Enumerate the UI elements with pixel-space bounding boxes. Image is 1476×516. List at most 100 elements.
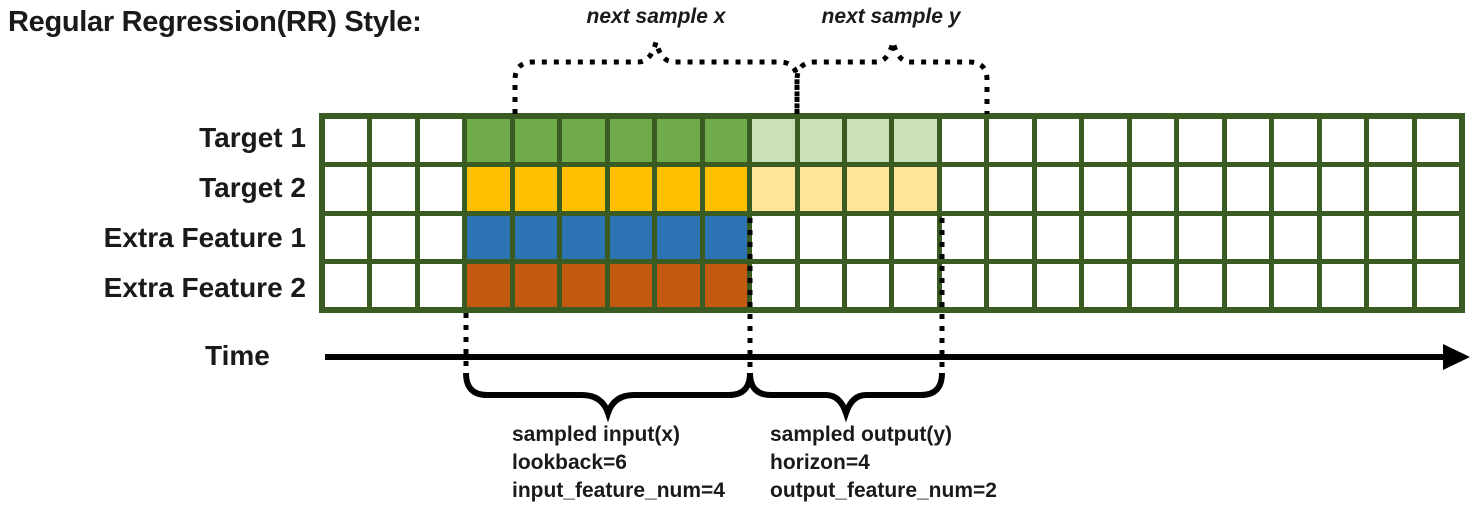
output-feature-num-line: output_feature_num=2	[770, 479, 997, 502]
grid-cell	[1416, 167, 1459, 211]
grid-cell	[989, 167, 1032, 211]
grid-cell	[514, 215, 558, 259]
next-sample-x-label: next sample x	[586, 5, 726, 28]
grid-cell	[894, 119, 937, 163]
grid-cell	[325, 167, 368, 211]
grid-cell	[799, 263, 843, 307]
grid-cell	[325, 215, 368, 259]
grid-cell	[609, 167, 653, 211]
sampled-input-annotation: sampled input(x) lookback=6 input_featur…	[512, 421, 725, 505]
grid-cell	[1226, 119, 1270, 163]
grid-cell	[894, 167, 937, 211]
sampled-input-line: sampled input(x)	[512, 423, 681, 446]
grid-cell	[657, 215, 700, 259]
grid-cell	[1084, 263, 1127, 307]
next-sample-x-brace	[512, 41, 800, 114]
grid-cell	[1179, 167, 1222, 211]
grid-cell	[1131, 263, 1175, 307]
grid-cell	[941, 167, 985, 211]
grid-cell	[562, 119, 605, 163]
grid-cell	[514, 263, 558, 307]
sampled-output-line: sampled output(y)	[770, 423, 952, 446]
grid-cell	[752, 263, 795, 307]
grid-cell	[1369, 167, 1412, 211]
grid-cell	[704, 215, 748, 259]
row-label-extra-feature-2: Extra Feature 2	[103, 272, 306, 303]
grid-cell	[847, 215, 890, 259]
next-sample-y-label: next sample y	[821, 5, 961, 28]
grid-cell	[799, 215, 843, 259]
grid-cell	[799, 167, 843, 211]
grid-cell	[372, 263, 415, 307]
time-series-grid	[319, 113, 1465, 313]
sampled-output-annotation: sampled output(y) horizon=4 output_featu…	[770, 421, 997, 505]
grid-cell	[1369, 215, 1412, 259]
grid-cell	[467, 263, 510, 307]
row-label-extra-feature-1: Extra Feature 1	[103, 222, 306, 253]
grid-cell	[514, 119, 558, 163]
grid-cell	[1274, 263, 1317, 307]
grid-cell	[941, 119, 985, 163]
time-axis-label: Time	[205, 340, 270, 371]
diagram-title: Regular Regression(RR) Style:	[8, 6, 422, 38]
grid-cell	[989, 263, 1032, 307]
grid-cell	[704, 119, 748, 163]
grid-cell	[1084, 119, 1127, 163]
grid-cell	[1321, 167, 1365, 211]
grid-cell	[1131, 167, 1175, 211]
grid-cell	[1274, 215, 1317, 259]
grid-cell	[1179, 263, 1222, 307]
grid-cell	[1036, 263, 1080, 307]
grid-cell	[894, 263, 937, 307]
grid-cell	[1369, 119, 1412, 163]
grid-cell	[1416, 263, 1459, 307]
grid-cell	[989, 119, 1032, 163]
grid-cell	[372, 119, 415, 163]
time-axis-arrowhead	[1443, 344, 1470, 370]
input-feature-num-line: input_feature_num=4	[512, 479, 725, 502]
grid-cell	[799, 119, 843, 163]
grid-cell	[1084, 215, 1127, 259]
grid-cell	[372, 167, 415, 211]
grid-cell	[562, 167, 605, 211]
grid-cell	[1036, 215, 1080, 259]
grid-cell	[419, 215, 463, 259]
sampled-input-brace	[463, 372, 753, 423]
horizon-line: horizon=4	[770, 451, 870, 474]
next-sample-y-brace	[794, 41, 990, 114]
grid-cell	[1179, 119, 1222, 163]
grid-cell	[847, 119, 890, 163]
grid-cell	[752, 215, 795, 259]
grid-cell	[941, 215, 985, 259]
grid-cell	[1226, 167, 1270, 211]
grid-cell	[657, 119, 700, 163]
grid-cell	[467, 215, 510, 259]
grid-cell	[704, 263, 748, 307]
grid-cell	[419, 119, 463, 163]
grid-cell	[1321, 119, 1365, 163]
grid-cell	[1036, 119, 1080, 163]
grid-cell	[1321, 215, 1365, 259]
grid-cell	[1131, 119, 1175, 163]
grid-cell	[1131, 215, 1175, 259]
sampled-output-brace	[747, 372, 945, 423]
grid-cell	[609, 119, 653, 163]
grid-cell	[1226, 263, 1270, 307]
grid-cell	[419, 167, 463, 211]
grid-cell	[1084, 167, 1127, 211]
grid-cell	[372, 215, 415, 259]
grid-cell	[467, 167, 510, 211]
grid-cell	[704, 167, 748, 211]
grid-cell	[847, 167, 890, 211]
grid-cell	[752, 119, 795, 163]
grid-cell	[467, 119, 510, 163]
grid-cell	[752, 167, 795, 211]
grid-cell	[562, 263, 605, 307]
grid-cell	[1274, 167, 1317, 211]
grid-cell	[1226, 215, 1270, 259]
grid-cell	[657, 167, 700, 211]
grid-cell	[325, 263, 368, 307]
grid-cell	[894, 215, 937, 259]
grid-cell	[1416, 119, 1459, 163]
